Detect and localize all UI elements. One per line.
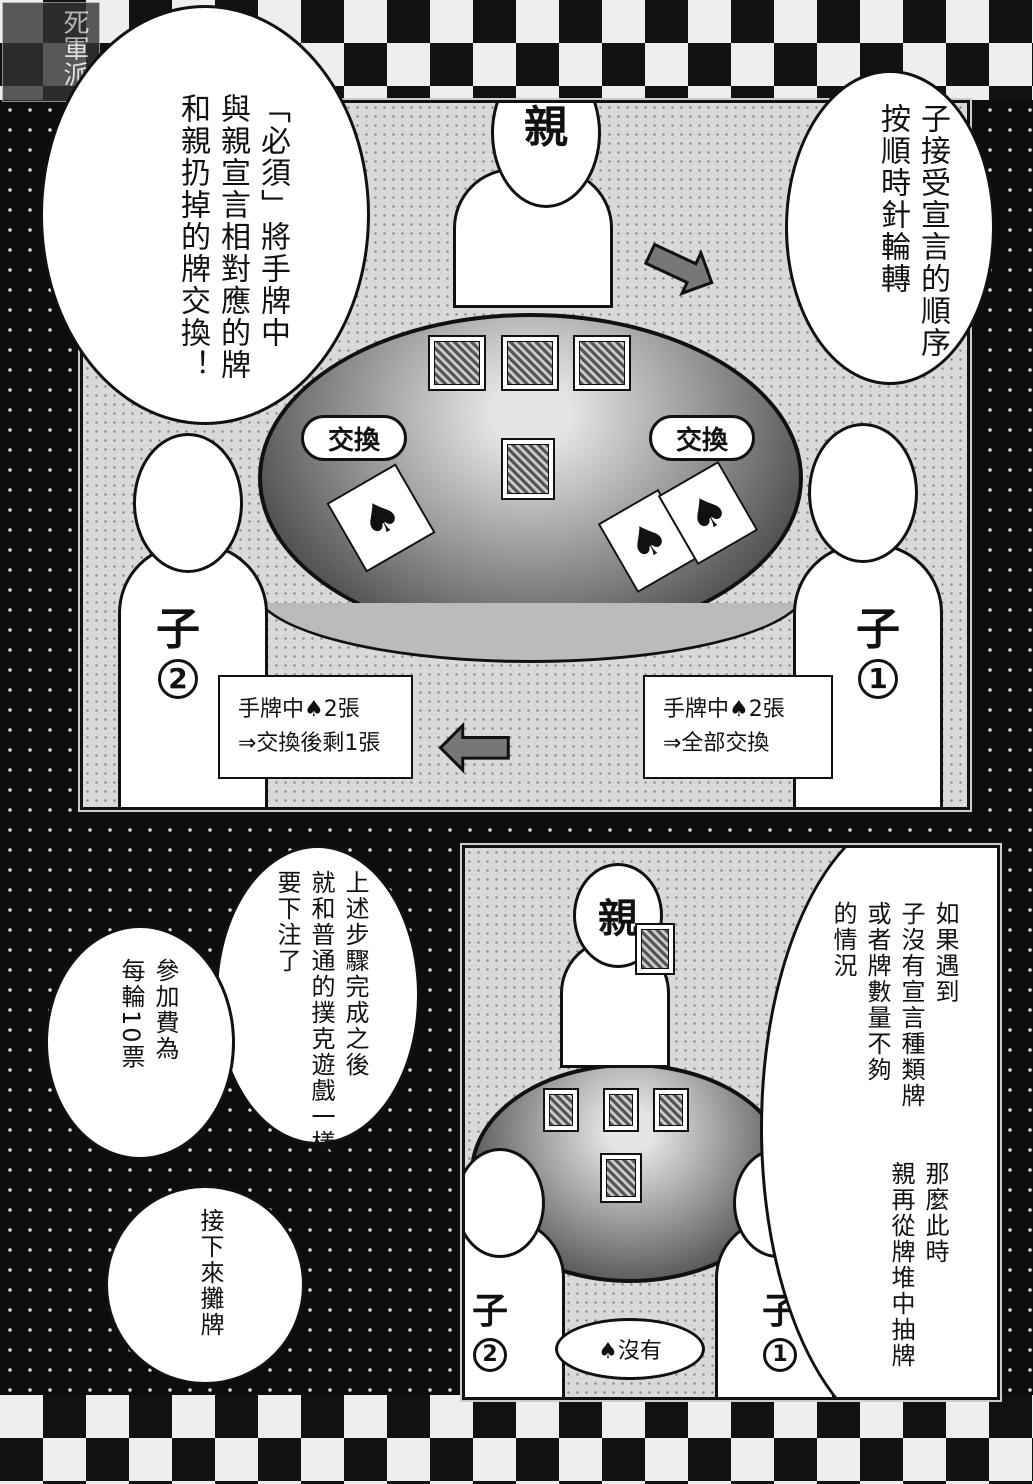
bubble-text: 「必須」將手牌中 與親宣言相對應的牌 和親扔掉的牌交換！ (175, 93, 290, 381)
card-face-down (428, 335, 486, 391)
card-face-down (543, 1088, 579, 1132)
bubble-text: 參加費為 每輪10票 (117, 958, 179, 1071)
exchange-label-right: 交換 (649, 415, 755, 461)
arrow-left-icon: ⬅ (436, 692, 514, 800)
narration-text: 那麼此時 親再從牌堆中抽牌 (887, 1161, 949, 1369)
bubble-text: 如果遇到 子沒有宣言種類牌 或者牌數量不夠 的情況 (829, 901, 959, 1109)
deck (501, 438, 555, 500)
deck (600, 1153, 642, 1203)
card-face-down (573, 335, 631, 391)
card-face-down (603, 1088, 639, 1132)
info-box-player1: 手牌中♠2張⇒全部交換 (643, 675, 833, 779)
speech-bubble-if: 如果遇到 子沒有宣言種類牌 或者牌數量不夠 的情況 那麼此時 親再從牌堆中抽牌 (760, 848, 997, 1397)
speech-bubble-must-exchange: 「必須」將手牌中 與親宣言相對應的牌 和親扔掉的牌交換！ (40, 5, 370, 425)
bubble-text: 子接受宣言的順序 按順時針輪轉 (875, 103, 950, 359)
speech-bubble-fee: 參加費為 每輪10票 (45, 925, 235, 1160)
dealer-label: 親 (524, 102, 568, 153)
speech-bubble-showdown: 接下來攤牌 (105, 1185, 305, 1385)
card-face-down (653, 1088, 689, 1132)
player2-head (133, 433, 243, 573)
info-box-player2: 手牌中♠2張⇒交換後剩1張 (218, 675, 413, 779)
speech-bubble-betting: 上述步驟完成之後 就和普通的撲克遊戲一樣 要下注了 (215, 845, 420, 1156)
dealer-label: 親 (598, 896, 638, 942)
exchange-label-left: 交換 (301, 415, 407, 461)
speech-bubble-order: 子接受宣言的順序 按順時針輪轉 (785, 70, 995, 385)
dealer-hand-cards (635, 923, 675, 975)
checker-border-bottom (0, 1395, 1033, 1484)
player1-head (808, 423, 918, 563)
bubble-text: 接下來攤牌 (196, 1208, 224, 1338)
arrow-clockwise-icon: ➡ (623, 200, 739, 330)
card-face-down (501, 335, 559, 391)
bubble-text: 上述步驟完成之後 就和普通的撲克遊戲一樣 要下注了 (273, 870, 369, 1156)
no-spade-bubble: ♠沒有 (555, 1318, 705, 1380)
player2-head (465, 1148, 545, 1258)
